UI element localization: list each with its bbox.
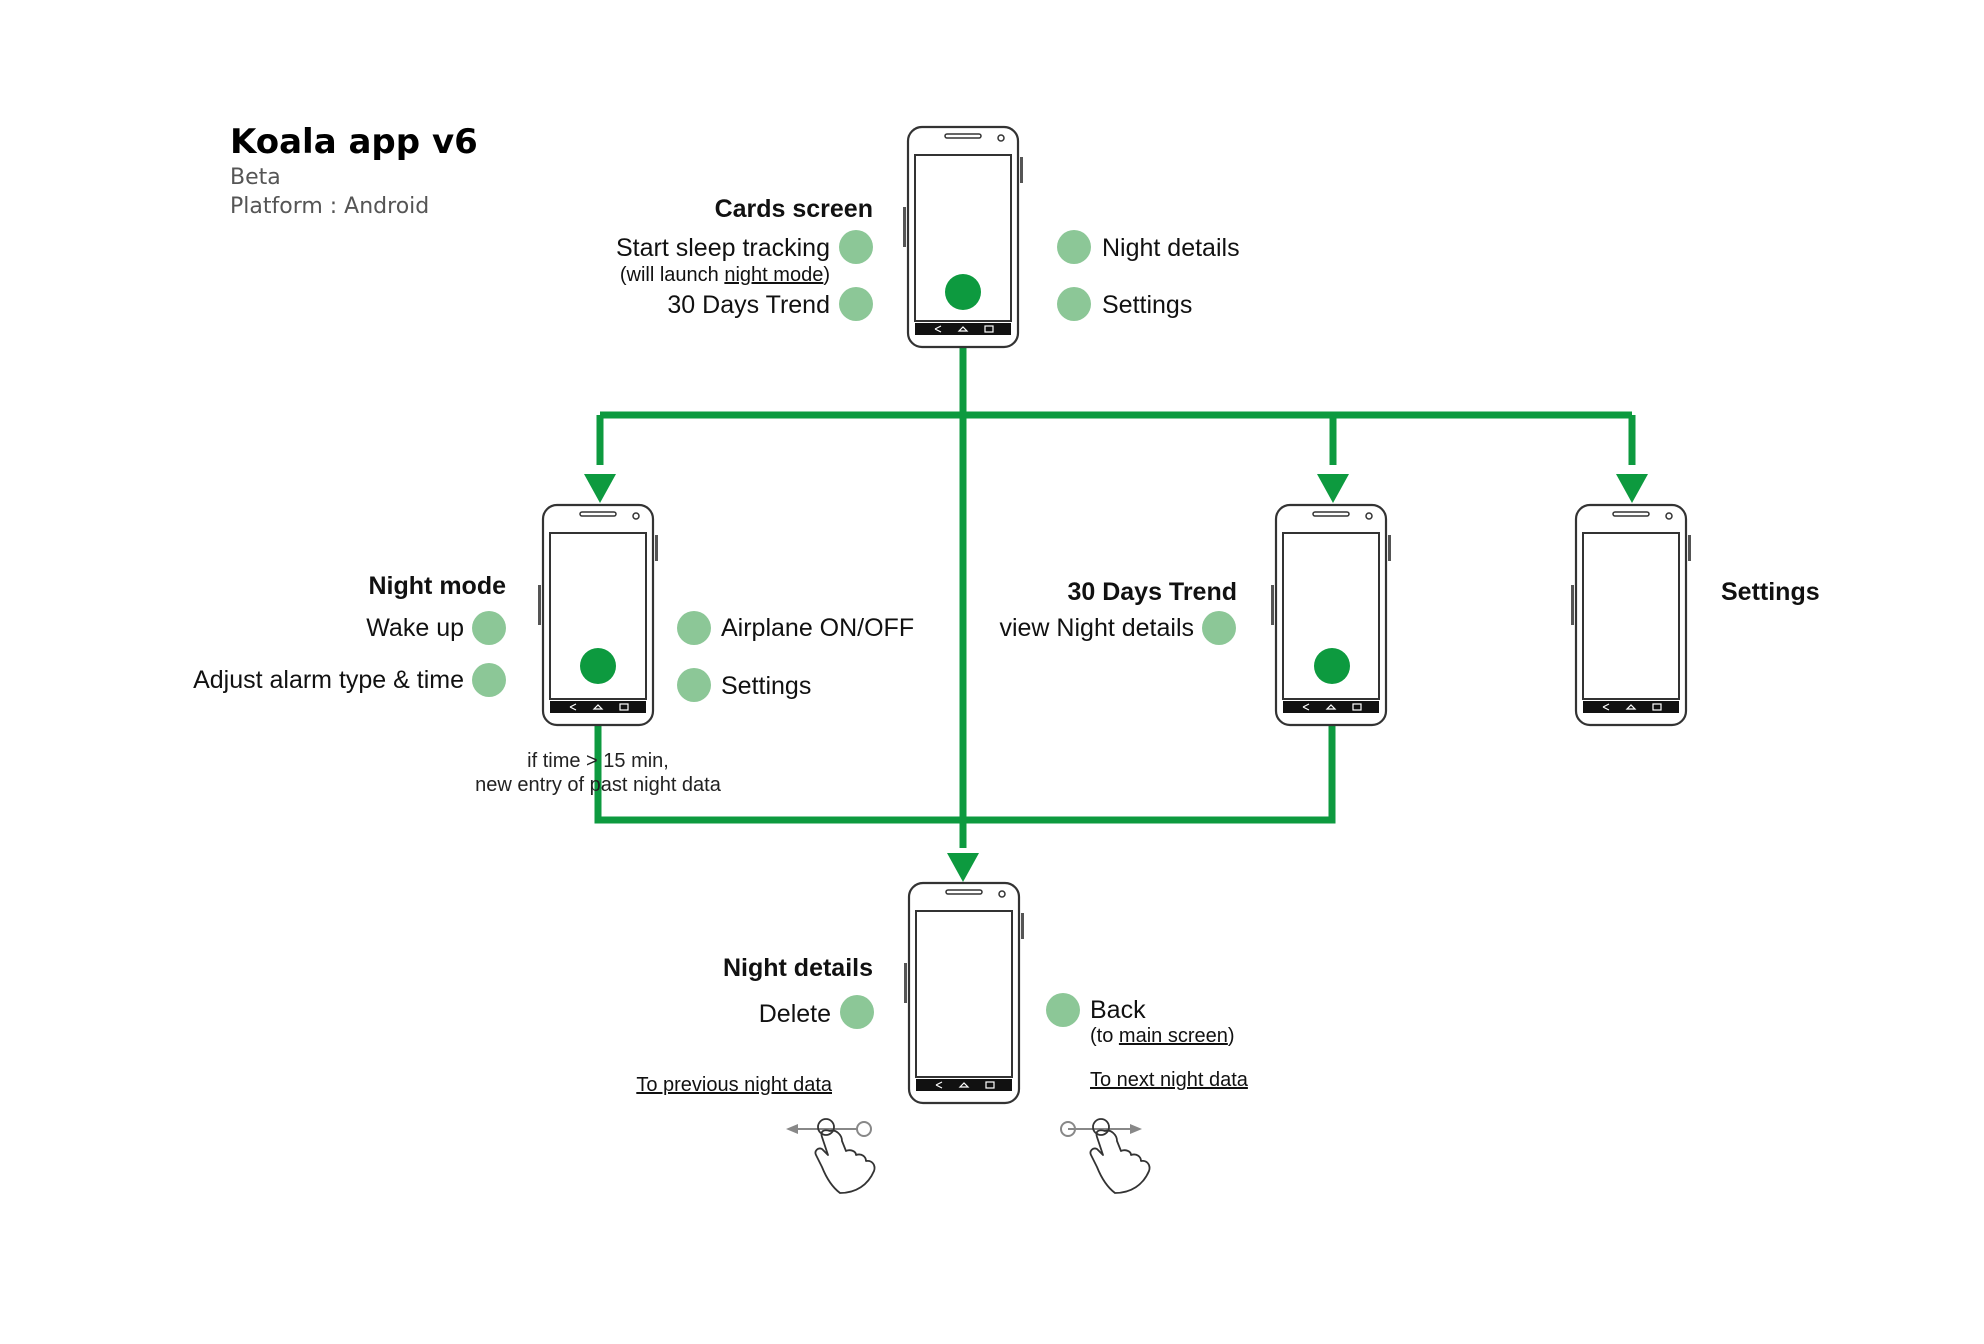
night-details-node: Night details Delete Back (to main scree… <box>636 881 1249 1194</box>
option-dot[interactable] <box>472 663 506 697</box>
header: Koala app v6 Beta Platform : Android <box>230 122 478 219</box>
option-adjust-alarm: Adjust alarm type & time <box>193 666 464 694</box>
option-dot[interactable] <box>1046 993 1080 1027</box>
option-dot[interactable] <box>677 668 711 702</box>
arrowhead-icon <box>584 474 616 503</box>
option-dot[interactable] <box>1057 230 1091 264</box>
night-mode-node: Night mode Wake up Adjust alarm type & t… <box>193 503 914 796</box>
option-airplane: Airplane ON/OFF <box>721 614 914 642</box>
night-mode-to-details-connector <box>594 666 1336 824</box>
start-sleep-note: (will launch night mode) <box>620 264 830 286</box>
phone-icon <box>1569 503 1693 727</box>
arrowhead-icon <box>1616 474 1648 503</box>
flow-node <box>1314 648 1350 684</box>
option-dot[interactable] <box>840 995 874 1029</box>
settings-screen-node: Settings <box>1569 503 1820 727</box>
night-mode-title: Night mode <box>369 572 507 600</box>
app-title: Koala app v6 <box>230 122 478 162</box>
arrowhead-icon <box>1317 474 1349 503</box>
main-screen-link[interactable]: main screen <box>1119 1025 1228 1047</box>
option-wake-up: Wake up <box>366 614 464 642</box>
option-dot[interactable] <box>839 230 873 264</box>
phone-icon <box>902 881 1026 1105</box>
phone-icon <box>1269 503 1393 727</box>
swipe-right-gesture-icon <box>1060 1118 1151 1194</box>
flow-node <box>580 648 616 684</box>
night-mode-link[interactable]: night mode <box>724 264 823 286</box>
option-dot[interactable] <box>1057 287 1091 321</box>
top-branch-connector <box>596 411 1636 465</box>
arrowhead-icon <box>947 853 979 882</box>
option-back: Back <box>1090 996 1146 1024</box>
night-details-title: Night details <box>723 954 873 982</box>
cards-screen-title: Cards screen <box>715 195 873 223</box>
platform-label: Platform : Android <box>230 194 429 219</box>
swipe-left-gesture-icon <box>786 1118 876 1194</box>
option-dot[interactable] <box>472 611 506 645</box>
next-night-link[interactable]: To next night data <box>1090 1069 1249 1091</box>
option-night-details: Night details <box>1102 234 1240 262</box>
phone-icon <box>536 503 660 727</box>
cards-screen-node: Cards screen Start sleep tracking (will … <box>616 125 1240 349</box>
option-30-days-trend: 30 Days Trend <box>667 291 830 319</box>
condition-line-1: if time > 15 min, <box>527 750 669 772</box>
option-start-sleep-tracking: Start sleep tracking <box>616 234 830 262</box>
app-subtitle: Beta <box>230 165 281 190</box>
option-settings: Settings <box>1102 291 1192 319</box>
phone-icon <box>901 125 1025 349</box>
flow-node <box>945 274 981 310</box>
option-settings-night: Settings <box>721 672 811 700</box>
condition-line-2: new entry of past night data <box>475 774 722 796</box>
flow-connectors <box>584 292 1648 882</box>
previous-night-link[interactable]: To previous night data <box>636 1074 833 1096</box>
trend-screen-node: 30 Days Trend view Night details <box>999 503 1393 727</box>
option-dot[interactable] <box>1202 611 1236 645</box>
settings-screen-title: Settings <box>1721 578 1820 606</box>
option-dot[interactable] <box>839 287 873 321</box>
option-delete: Delete <box>759 1000 831 1028</box>
option-dot[interactable] <box>677 611 711 645</box>
trend-screen-title: 30 Days Trend <box>1067 578 1237 606</box>
option-view-night-details: view Night details <box>999 614 1194 642</box>
back-note: (to main screen) <box>1090 1025 1235 1047</box>
